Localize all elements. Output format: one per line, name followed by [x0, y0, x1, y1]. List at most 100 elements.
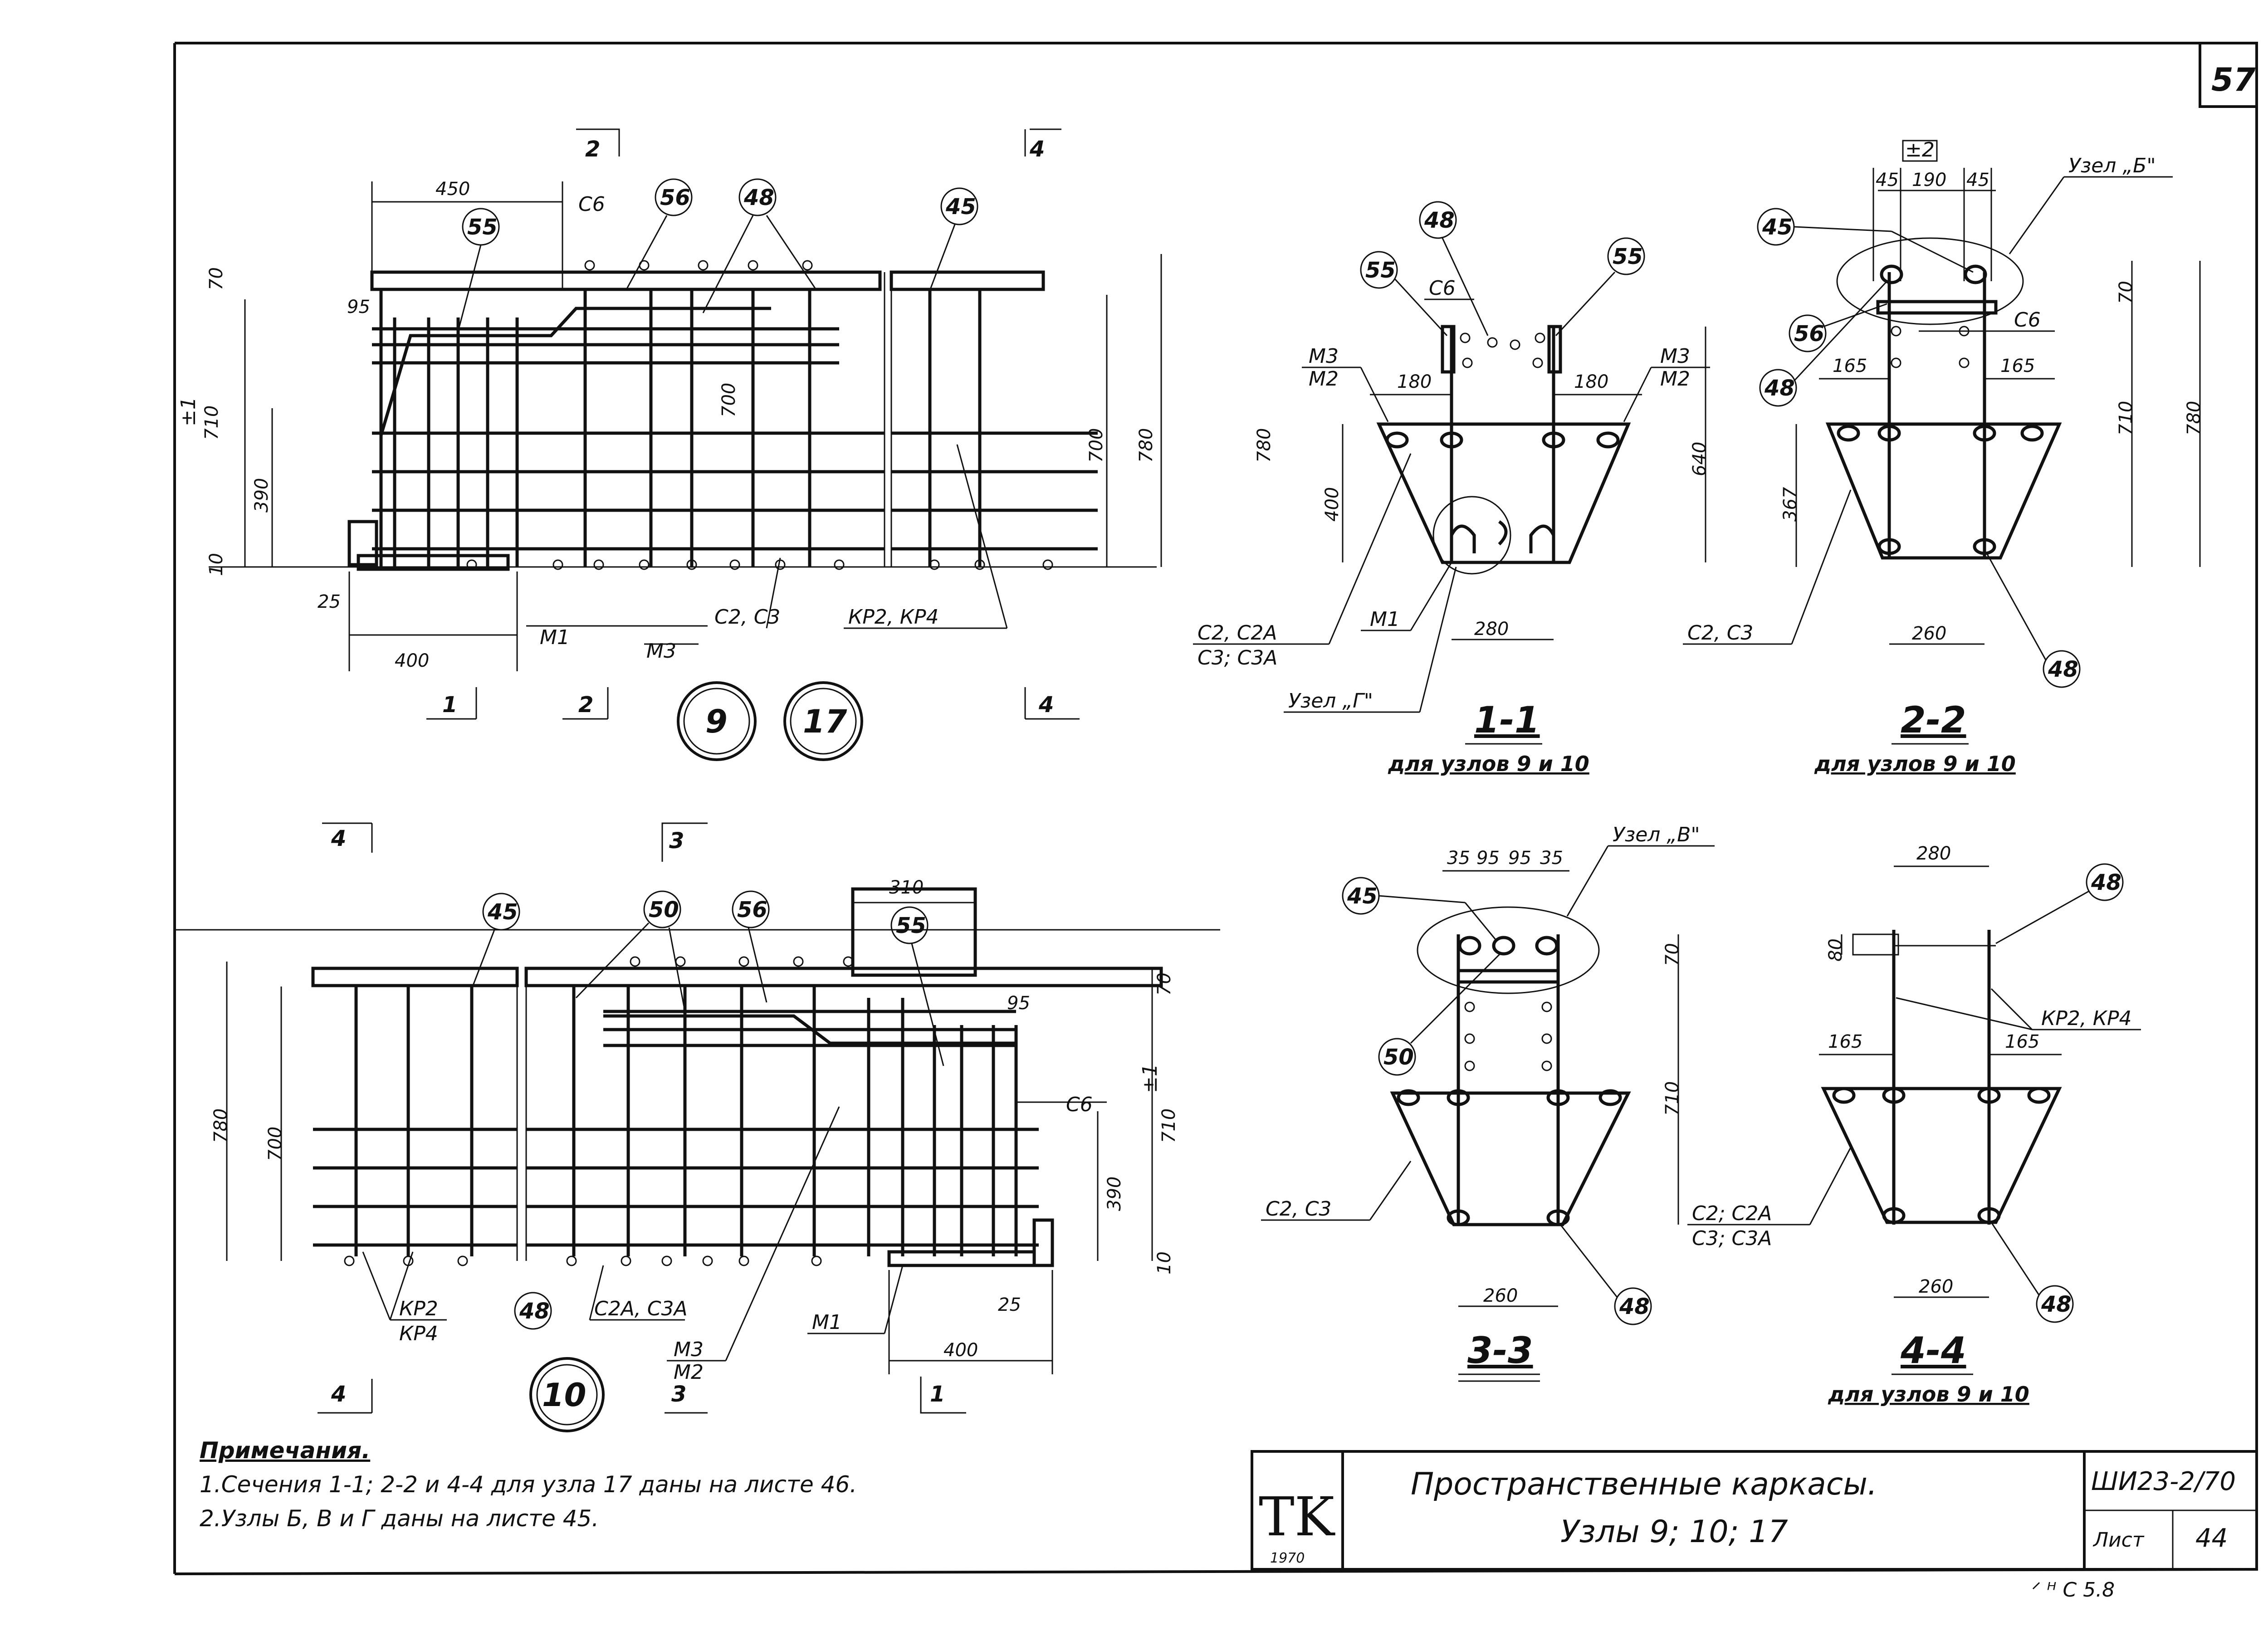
notes-header: Примечания. [200, 1437, 370, 1464]
s22-dim-45a: 45 [1876, 170, 1899, 190]
s33-part-50: 50 [1383, 1045, 1414, 1070]
s22-dim-367: 367 [1780, 487, 1801, 522]
note-1: 1.Сечения 1-1; 2-2 и 4-4 для узла 17 дан… [200, 1471, 857, 1498]
dim-95: 95 [347, 297, 370, 317]
s22-part-45: 45 [1762, 215, 1793, 240]
s22-dim-45b: 45 [1966, 170, 1989, 190]
s33-dim-70: 70 [1662, 943, 1683, 966]
s44-dim-280: 280 [1916, 843, 1951, 864]
note-2: 2.Узлы Б, В и Г даны на листе 45. [200, 1505, 599, 1532]
part-48-n10: 48 [519, 1299, 550, 1324]
dim-710: 710 [1158, 1109, 1179, 1143]
dim-400: 400 [395, 650, 429, 671]
dim-95: 95 [1007, 993, 1030, 1014]
s11-part-m1: М1 [1370, 608, 1400, 631]
level-mark: ±1 [177, 397, 200, 426]
s22-dim-780: 780 [2184, 401, 2204, 435]
dim-780: 780 [210, 1109, 231, 1143]
s22-dim-165b: 165 [2000, 356, 2035, 376]
logo-tk: TK [1259, 1485, 1335, 1548]
s33-part-48: 48 [1619, 1294, 1650, 1319]
node-label-9: 9 [705, 703, 728, 740]
dim-700: 700 [265, 1127, 286, 1161]
dim-700b: 700 [1086, 428, 1107, 463]
sheet-value: 44 [2195, 1524, 2228, 1553]
dim-400: 400 [943, 1340, 978, 1361]
part-c6-n10: С6 [1066, 1093, 1093, 1116]
s22-dim-190: 190 [1912, 170, 1946, 190]
s22-part-48a: 48 [1764, 376, 1795, 401]
s33-dim-35a: 35 [1447, 848, 1470, 869]
dim-25: 25 [318, 591, 341, 612]
section-2-2: 45 190 45 70 165 165 710 780 367 260 ±2 … [1683, 138, 2204, 776]
s11-subtitle: для узлов 9 и 10 [1388, 752, 1589, 776]
cut-2-top: 2 [585, 137, 600, 162]
cut-3-bottom: 3 [671, 1382, 686, 1407]
part-kp: КР2, КР4 [848, 606, 939, 629]
s44-part-c3: С3; С3А [1692, 1227, 1772, 1250]
dim-700a: 700 [719, 383, 739, 417]
part-kp2: КР2 [399, 1297, 438, 1320]
dim-70: 70 [1154, 972, 1175, 996]
cut-1-bottom: 1 [442, 692, 457, 718]
dim-10: 10 [1154, 1251, 1175, 1275]
s11-dim-180a: 180 [1397, 371, 1432, 392]
dim-710: 710 [201, 405, 222, 440]
s44-dim-165b: 165 [2005, 1031, 2039, 1052]
cut-4-bottom-n10: 4 [331, 1382, 346, 1407]
dim-70: 70 [206, 267, 227, 290]
s22-title: 2-2 [1901, 699, 1966, 741]
dim-450: 450 [435, 179, 470, 200]
dim-780b: 780 [1254, 428, 1275, 463]
sheet-number-box: 57 [2199, 42, 2258, 108]
s33-node-ref: Узел „В" [1613, 823, 1700, 846]
node-label-17: 17 [803, 703, 847, 740]
notes-block: Примечания. 1.Сечения 1-1; 2-2 и 4-4 для… [200, 1437, 857, 1532]
s22-dim-710: 710 [2116, 401, 2136, 435]
s11-dim-280: 280 [1474, 619, 1509, 640]
s11-node-ref: Узел „Г" [1288, 689, 1373, 713]
corner-note: ᐟ ᴴ C 5.8 [2032, 1578, 2115, 1602]
s11-part-c3: С3; С3А [1198, 646, 1277, 669]
part-55-n10: 55 [896, 913, 926, 938]
s22-dim-165a: 165 [1833, 356, 1867, 376]
part-m1: М1 [540, 626, 570, 649]
s44-part-c2: С2; С2А [1692, 1202, 1772, 1225]
title-line-2: Узлы 9; 10; 17 [1560, 1514, 1788, 1550]
part-m3: М3 [646, 640, 676, 663]
dim-780a: 780 [1136, 428, 1157, 463]
cut-4-top: 4 [1029, 137, 1045, 162]
s11-part-m3b: М3 [1660, 345, 1690, 368]
cut-3-top: 3 [669, 828, 684, 854]
s11-part-55b: 55 [1613, 244, 1643, 269]
title-line-1: Пространственные каркасы. [1411, 1466, 1877, 1502]
node-10-elevation: 310 95 70 710 390 10 25 400 780 700 ±1 4… [210, 822, 1179, 1432]
cut-4-bottom: 4 [1038, 692, 1054, 718]
s11-part-c2: С2, С2А [1198, 621, 1277, 645]
part-48: 48 [743, 185, 774, 210]
s44-part-48b: 48 [2041, 1292, 2072, 1317]
s11-part-48: 48 [1424, 208, 1455, 233]
s33-dim-260: 260 [1483, 1285, 1518, 1306]
s44-dim-260: 260 [1919, 1276, 1953, 1297]
s33-dim-95a: 95 [1476, 848, 1500, 869]
s33-dim-35b: 35 [1540, 848, 1563, 869]
s22-node-ref: Узел „Б" [2068, 154, 2156, 177]
s22-part-48b: 48 [2048, 657, 2078, 682]
part-kp4: КР4 [399, 1322, 438, 1345]
s33-title: 3-3 [1467, 1329, 1533, 1372]
cut-4-top-n10: 4 [331, 826, 346, 851]
s22-part-56: 56 [1794, 321, 1824, 347]
part-56: 56 [660, 185, 690, 210]
dim-310: 310 [889, 877, 924, 898]
section-1-1: 180 180 640 400 280 48 55 55 С6 М3 М2 М3… [1193, 201, 1710, 776]
level-mark-10: ±1 [1139, 1064, 1162, 1093]
part-55: 55 [467, 215, 498, 240]
dim-390: 390 [251, 478, 272, 513]
dim-25: 25 [998, 1294, 1021, 1315]
logo-year: 1970 [1270, 1550, 1305, 1566]
part-m2-n10: М2 [674, 1361, 704, 1384]
s11-dim-180b: 180 [1574, 371, 1608, 392]
part-45-n10: 45 [487, 899, 518, 925]
